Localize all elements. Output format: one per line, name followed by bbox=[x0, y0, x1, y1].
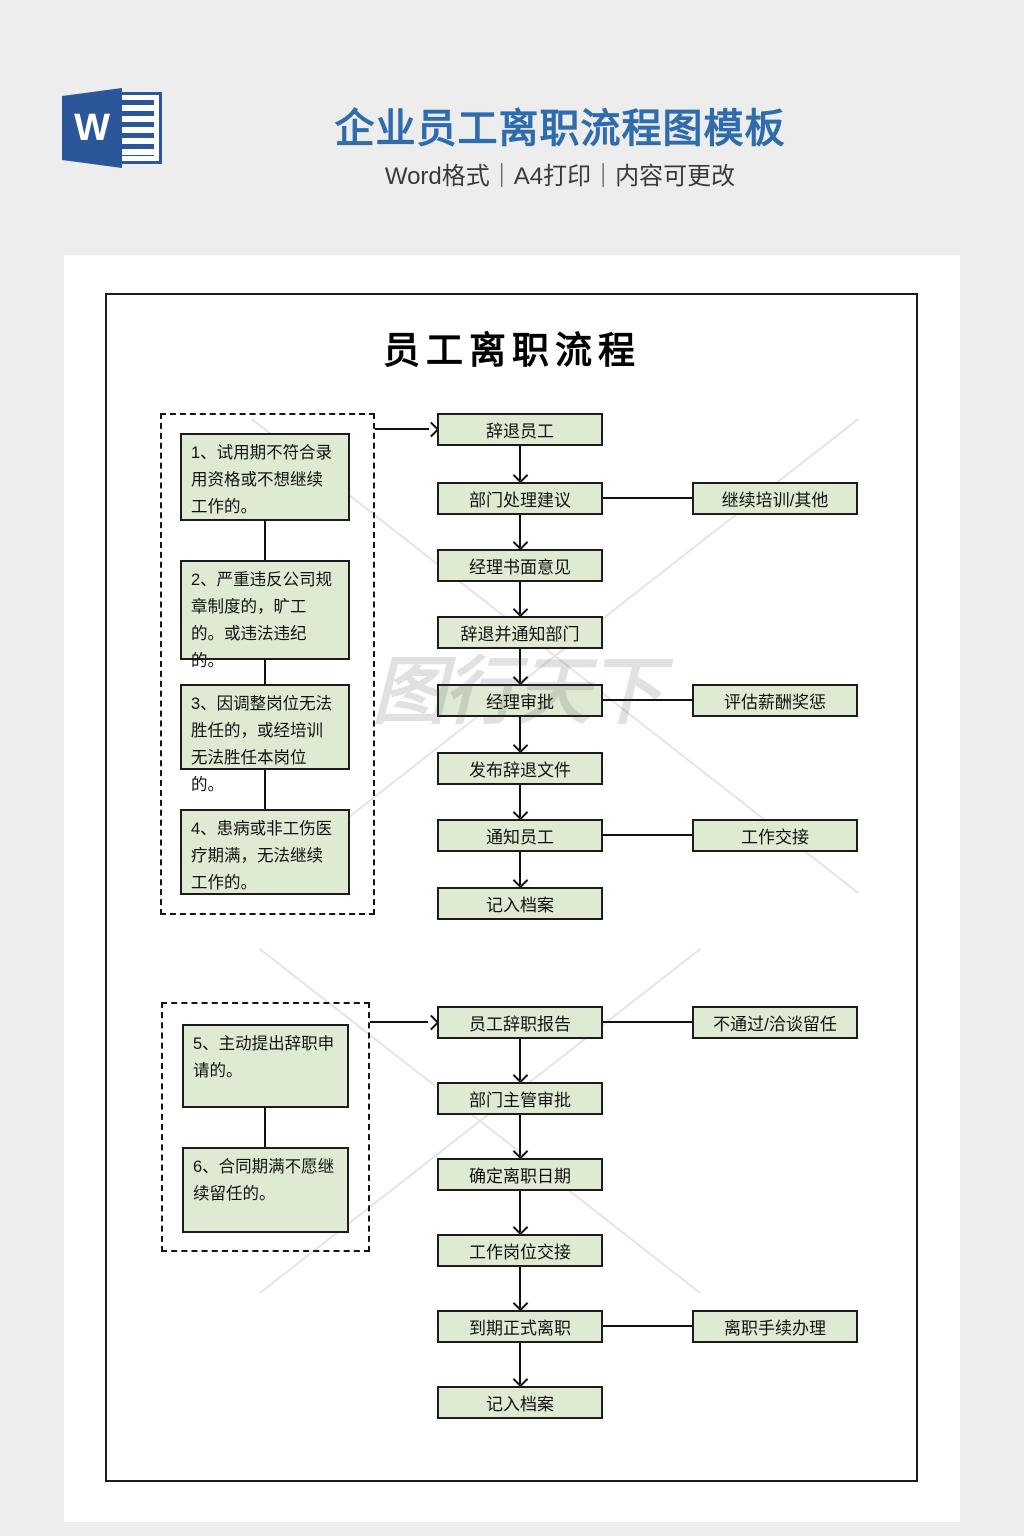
flow-connector bbox=[519, 785, 521, 817]
step-notify-employee: 通知员工 bbox=[437, 819, 603, 852]
flow-arrowhead-down bbox=[512, 1067, 529, 1084]
reason-voluntary-resignation: 5、主动提出辞职申请的。 bbox=[182, 1024, 349, 1108]
flow-connector bbox=[519, 1267, 521, 1308]
flow-arrowhead-down bbox=[512, 872, 529, 889]
reason-violate-rules: 2、严重违反公司规章制度的，旷工的。或违法违纪的。 bbox=[180, 560, 350, 670]
step-dept-supervisor-approval: 部门主管审批 bbox=[437, 1082, 603, 1115]
flow-arrowhead-down bbox=[512, 601, 529, 618]
template-subtitle: Word格式｜A4打印｜内容可更改 bbox=[384, 163, 736, 190]
flow-arrowhead-down bbox=[512, 534, 529, 551]
flow-connector bbox=[519, 515, 521, 547]
step-dept-handling-suggestion: 部门处理建议 bbox=[437, 482, 603, 515]
reason-medical-period-expired: 4、患病或非工伤医疗期满，无法继续工作的。 bbox=[180, 809, 350, 895]
flow-connector bbox=[519, 852, 521, 885]
step-job-post-handover: 工作岗位交接 bbox=[437, 1234, 603, 1267]
side-work-handover: 工作交接 bbox=[692, 819, 858, 852]
step-employee-resignation-report: 员工辞职报告 bbox=[437, 1006, 603, 1039]
step-dismiss-employee: 辞退员工 bbox=[437, 413, 603, 446]
flow-connector bbox=[519, 717, 521, 750]
step-dismiss-and-notify-dept: 辞退并通知部门 bbox=[437, 616, 603, 649]
flow-connector bbox=[264, 1108, 266, 1147]
flow-arrowhead-down bbox=[512, 1219, 529, 1236]
document-border bbox=[105, 293, 918, 1482]
flow-connector bbox=[375, 428, 429, 430]
flow-connector bbox=[519, 446, 521, 480]
flow-arrowhead-down bbox=[512, 669, 529, 686]
step-manager-approval: 经理审批 bbox=[437, 684, 603, 717]
word-icon: W bbox=[62, 88, 162, 168]
word-cover-shape: W bbox=[62, 88, 122, 168]
reason-contract-expired-no-renew: 6、合同期满不愿继续留任的。 bbox=[182, 1147, 349, 1233]
flow-connector bbox=[603, 1325, 692, 1327]
flow-connector bbox=[264, 521, 266, 560]
resignation-reasons-group bbox=[161, 1002, 370, 1252]
flow-connector bbox=[519, 649, 521, 682]
flow-arrowhead-down bbox=[512, 467, 529, 484]
step-manager-written-opinion: 经理书面意见 bbox=[437, 549, 603, 582]
flow-connector bbox=[519, 1343, 521, 1384]
flow-connector bbox=[519, 1191, 521, 1232]
step-formal-leaving-on-due: 到期正式离职 bbox=[437, 1310, 603, 1343]
flow-connector bbox=[370, 1021, 428, 1023]
flowchart-title: 员工离职流程 bbox=[383, 330, 641, 371]
flow-arrowhead-down bbox=[512, 737, 529, 754]
step-file-archive-2: 记入档案 bbox=[437, 1386, 603, 1419]
step-publish-dismissal-document: 发布辞退文件 bbox=[437, 752, 603, 785]
side-continue-training-other: 继续培训/其他 bbox=[692, 482, 858, 515]
flow-connector bbox=[519, 1039, 521, 1080]
side-leaving-procedures: 离职手续办理 bbox=[692, 1310, 858, 1343]
flow-connector bbox=[603, 834, 692, 836]
flow-connector bbox=[603, 1021, 692, 1023]
flow-arrowhead-down bbox=[512, 804, 529, 821]
reason-post-adjust-incompetent: 3、因调整岗位无法胜任的，或经培训无法胜任本岗位的。 bbox=[180, 684, 350, 794]
dismissal-reasons-group bbox=[160, 413, 375, 915]
flow-arrowhead-down bbox=[512, 1295, 529, 1312]
flow-connector bbox=[603, 497, 692, 499]
flow-connector bbox=[519, 1115, 521, 1156]
flow-arrowhead-down bbox=[512, 1371, 529, 1388]
side-evaluate-salary-reward-punishment: 评估薪酬奖惩 bbox=[692, 684, 858, 717]
flow-connector bbox=[264, 770, 266, 809]
side-not-passed-negotiate-retain: 不通过/洽谈留任 bbox=[692, 1006, 858, 1039]
word-letter: W bbox=[74, 107, 110, 149]
step-file-archive: 记入档案 bbox=[437, 887, 603, 920]
reason-probation-unqualified: 1、试用期不符合录用资格或不想继续工作的。 bbox=[180, 433, 350, 521]
flow-connector bbox=[264, 660, 266, 684]
step-confirm-leaving-date: 确定离职日期 bbox=[437, 1158, 603, 1191]
template-title: 企业员工离职流程图模板 bbox=[334, 107, 786, 151]
flow-connector bbox=[603, 699, 692, 701]
flow-connector bbox=[519, 582, 521, 614]
